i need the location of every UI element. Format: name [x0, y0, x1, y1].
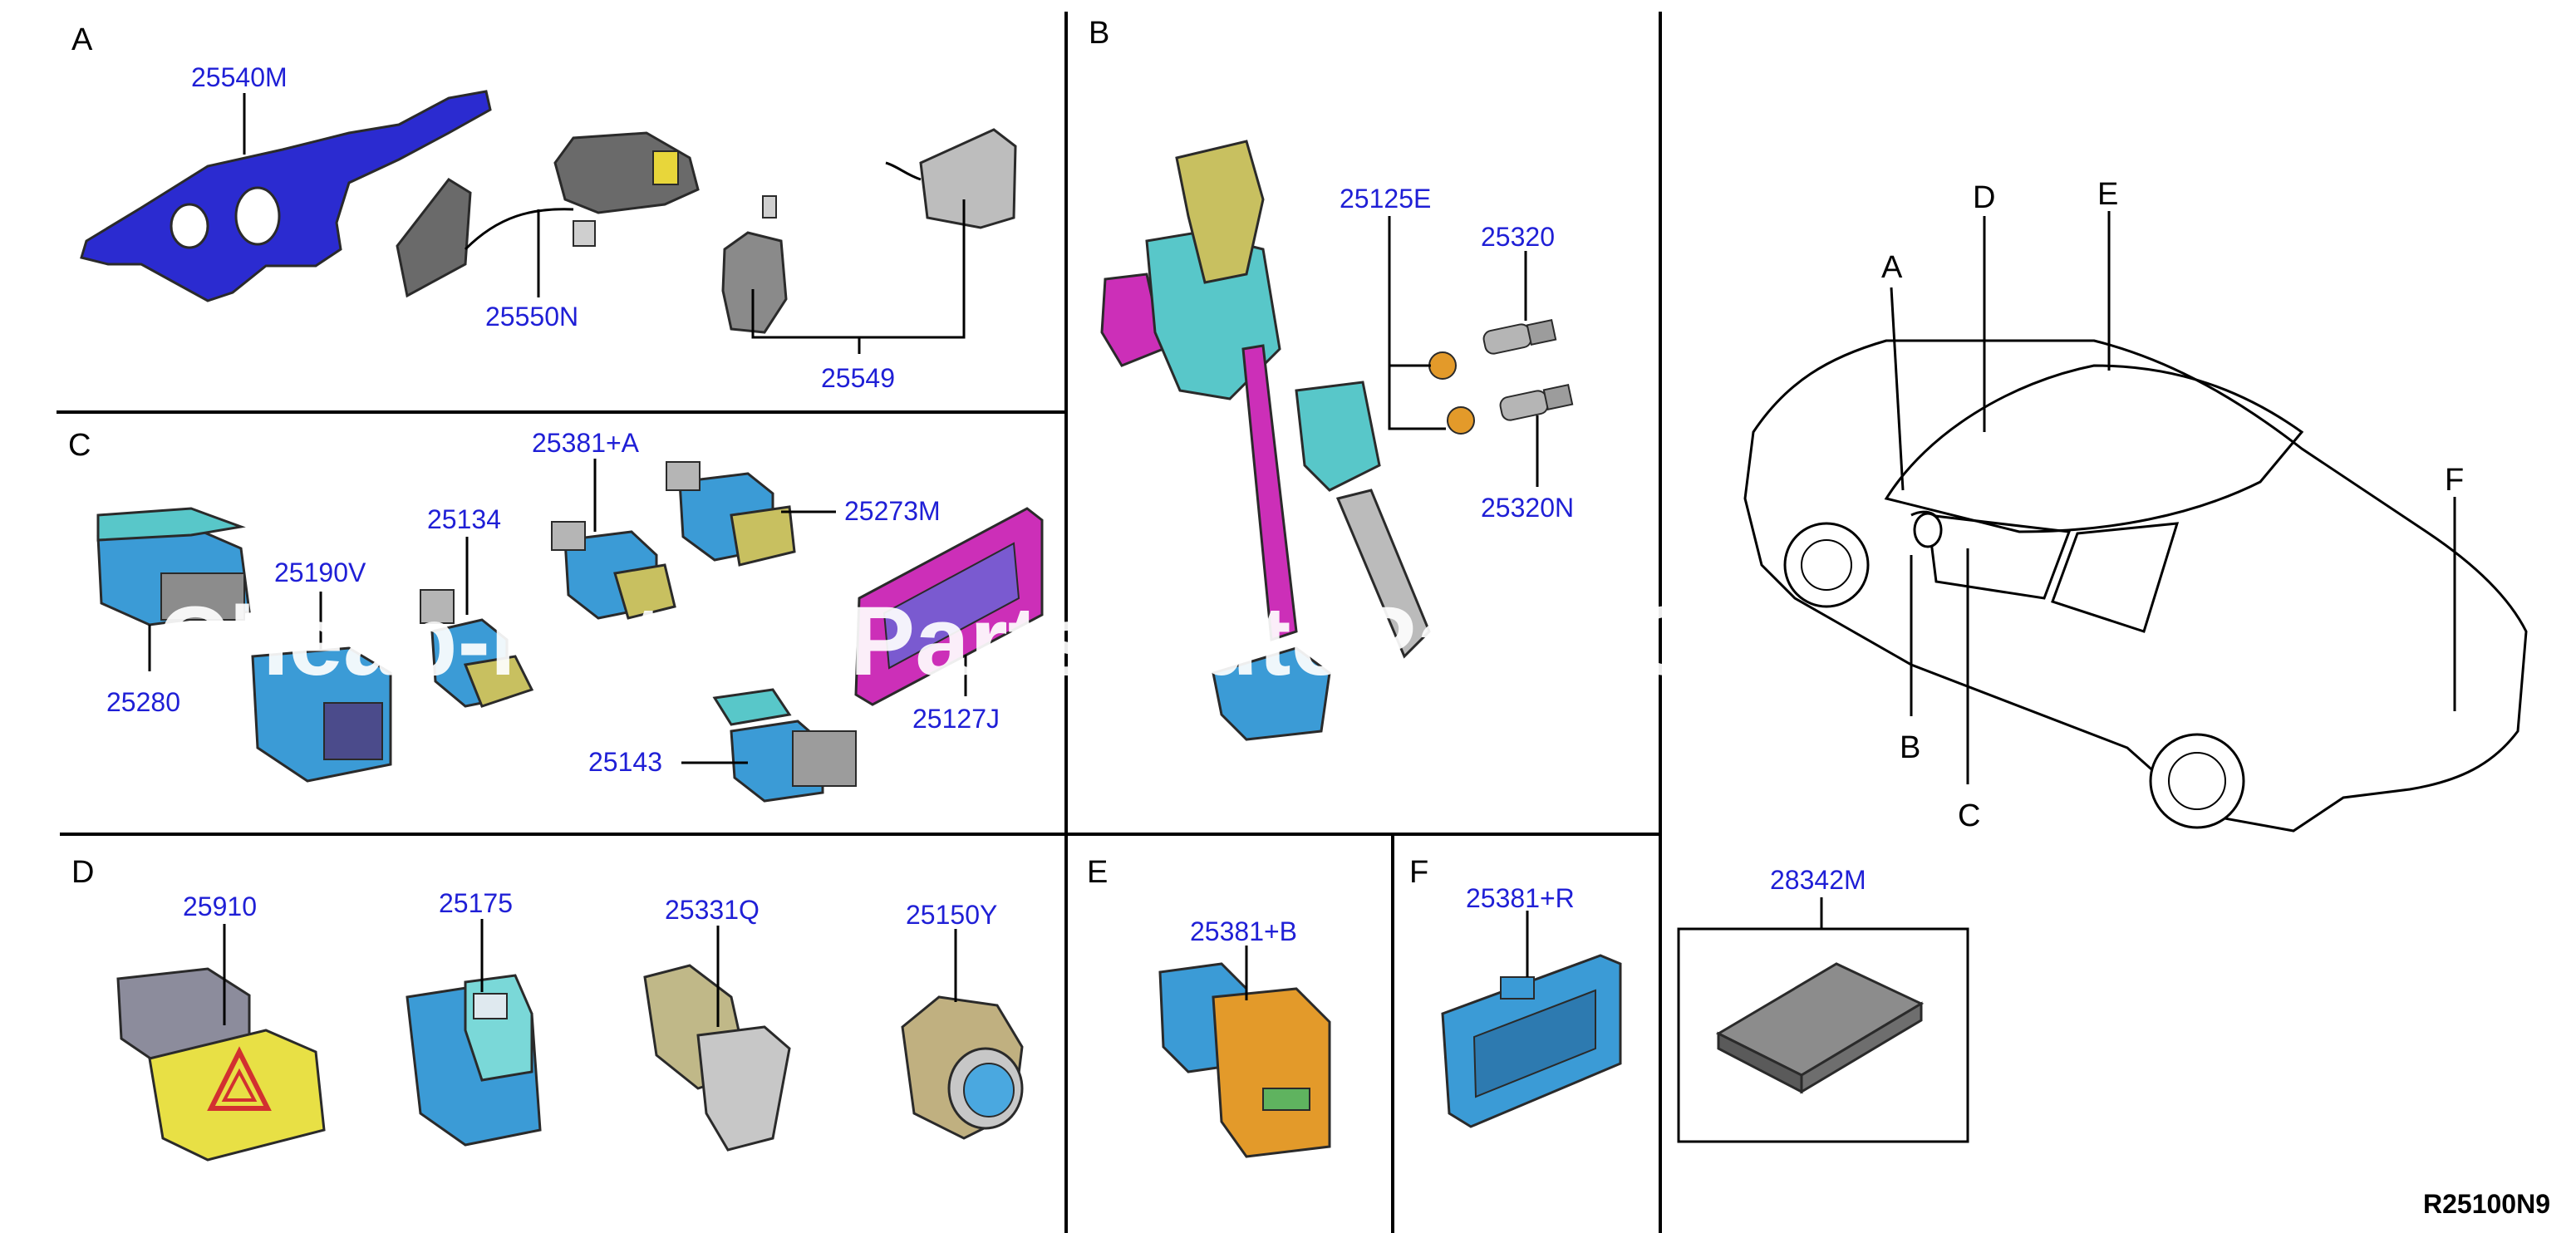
combination-switch-stalk-icon [80, 90, 492, 302]
section-c: 25280 25190V 25134 25381+A [96, 428, 1044, 803]
rocker-switch-icon [1158, 962, 1331, 1158]
part-label-25150y: 25150Y [906, 900, 997, 930]
part-label-25190v: 25190V [274, 558, 366, 587]
module-frame [1677, 927, 1969, 1143]
sedan-outline-icon [1743, 339, 2528, 833]
watermark-text: Cheap-Motors-Parts-AutoParts-Co [158, 587, 1759, 696]
brake-pedal-assembly-icon [1100, 140, 1431, 741]
part-label-25540m: 25540M [191, 62, 288, 92]
part-label-25143: 25143 [588, 747, 662, 777]
location-label-a: A [1881, 250, 1903, 285]
section-label-f: F [1409, 855, 1428, 890]
hazard-switch-icon [116, 967, 326, 1162]
section-b: 25125E 25320 25320N [1100, 140, 1574, 741]
leader-25125e [1388, 216, 1446, 430]
part-label-25125e: 25125E [1340, 184, 1431, 214]
part-label-25550n: 25550N [485, 302, 578, 332]
switch-panel-icon [854, 507, 1044, 706]
seat-switch-icon [251, 646, 392, 783]
location-label-f: F [2445, 463, 2464, 498]
control-module-icon [1715, 962, 1925, 1094]
section-label-d: D [71, 855, 94, 890]
location-label-c: C [1958, 798, 1980, 833]
switch-module-icon [712, 688, 857, 803]
location-label-d: D [1973, 180, 1995, 215]
part-label-25381a: 25381+A [532, 428, 640, 458]
section-a: 25540M 25550N 25549 [80, 62, 1017, 393]
section-label-c: C [68, 428, 91, 463]
part-label-25175: 25175 [439, 888, 513, 918]
part-label-25320n: 25320N [1481, 493, 1574, 523]
section-label-a: A [71, 22, 93, 57]
part-label-25127j: 25127J [912, 704, 1000, 734]
trunk-switch-icon [1441, 954, 1622, 1128]
section-e: 25381+B [1158, 916, 1331, 1158]
location-label-b: B [1900, 730, 1920, 765]
small-switch-icon [420, 589, 534, 708]
part-label-25320: 25320 [1481, 222, 1555, 252]
section-label-e: E [1087, 855, 1108, 890]
push-switch-icon [96, 507, 251, 626]
section-f: 25381+R [1441, 883, 1622, 1128]
part-label-25280: 25280 [106, 687, 180, 717]
switch-assembly-a-icon [551, 521, 676, 620]
ignition-push-button-icon [901, 995, 1024, 1140]
car-location-view: A B C D E F 28342M [1677, 177, 2528, 1143]
part-label-25331q: 25331Q [665, 895, 760, 925]
part-label-25381r: 25381+R [1466, 883, 1575, 913]
switch-assembly-m-icon [666, 461, 796, 567]
steering-wheel-switch-icon [396, 131, 700, 298]
part-label-25549: 25549 [821, 363, 895, 393]
power-switch-icon [406, 974, 542, 1147]
steering-switch-pair-icon [721, 128, 1017, 334]
section-d: 25910 25175 25331Q 25150Y [116, 888, 1024, 1162]
part-label-25273m: 25273M [844, 496, 941, 526]
panel-dividers [57, 12, 1662, 1233]
stop-lamp-switch-nut-icon [1428, 351, 1475, 435]
part-label-25910: 25910 [183, 892, 257, 921]
part-label-28342m: 28342M [1770, 865, 1866, 895]
part-label-25134: 25134 [427, 504, 501, 534]
part-label-25381b: 25381+B [1190, 916, 1297, 946]
lever-switch-icon [643, 964, 791, 1152]
stop-lamp-switch-icon [1482, 318, 1574, 421]
leader-location-a [1890, 287, 1905, 491]
section-label-b: B [1089, 16, 1109, 51]
location-label-e: E [2097, 177, 2118, 212]
diagram-code: R25100N9 [2423, 1189, 2550, 1219]
